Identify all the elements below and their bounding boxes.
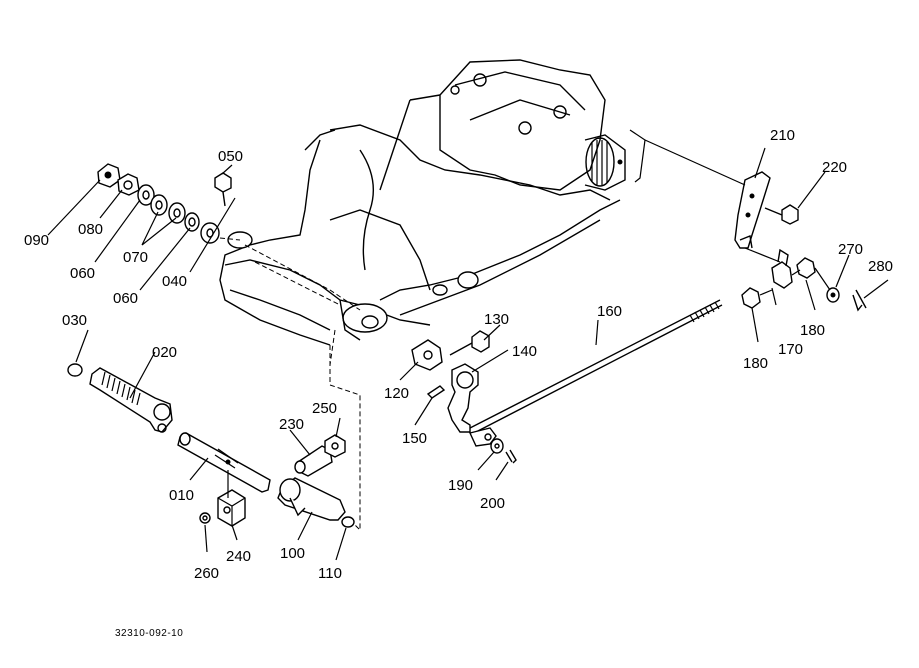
shaft-020 bbox=[89, 367, 173, 433]
rod-160-assembly bbox=[469, 299, 723, 464]
callout-180b: 180 bbox=[800, 322, 825, 339]
drawing-code: 32310-092-10 bbox=[115, 628, 183, 639]
callout-040: 040 bbox=[162, 273, 187, 290]
o-ring-110 bbox=[341, 516, 355, 528]
rod-160 bbox=[469, 299, 723, 434]
callout-170: 170 bbox=[778, 341, 803, 358]
collar-250 bbox=[324, 434, 346, 458]
bolt-050 bbox=[214, 172, 232, 193]
lever-arm-assembly bbox=[411, 330, 490, 433]
callout-110: 110 bbox=[318, 565, 342, 582]
callout-200: 200 bbox=[480, 495, 505, 512]
clip-280 bbox=[852, 289, 867, 312]
callout-230: 230 bbox=[279, 416, 304, 433]
callout-250: 250 bbox=[312, 400, 337, 417]
callout-210: 210 bbox=[770, 127, 795, 144]
nut-180b bbox=[796, 257, 816, 279]
nut-260 bbox=[199, 512, 211, 524]
rod-010 bbox=[177, 432, 271, 493]
washer-060a bbox=[137, 184, 155, 206]
callout-060b: 060 bbox=[113, 290, 138, 307]
bolt-130 bbox=[471, 330, 490, 353]
washer-070a bbox=[150, 194, 168, 216]
bracket-210-assembly bbox=[629, 129, 867, 312]
callout-190: 190 bbox=[448, 477, 473, 494]
callout-020: 020 bbox=[152, 344, 177, 361]
callout-260: 260 bbox=[194, 565, 219, 582]
callout-270: 270 bbox=[838, 241, 863, 258]
callout-070: 070 bbox=[123, 249, 148, 266]
pin-150 bbox=[426, 385, 446, 399]
callout-010: 010 bbox=[169, 487, 194, 504]
callout-080: 080 bbox=[78, 221, 103, 238]
washer-190 bbox=[490, 438, 504, 454]
arm-140 bbox=[447, 363, 479, 433]
callout-150: 150 bbox=[402, 430, 427, 447]
callout-140: 140 bbox=[512, 343, 537, 360]
callout-120: 120 bbox=[384, 385, 409, 402]
bolt-220 bbox=[781, 204, 799, 225]
transmission-housing bbox=[219, 59, 626, 532]
callout-180a: 180 bbox=[743, 355, 768, 372]
callout-090: 090 bbox=[24, 232, 49, 249]
left-shaft-hardware bbox=[97, 163, 241, 244]
callout-060a: 060 bbox=[70, 265, 95, 282]
callout-160: 160 bbox=[597, 303, 622, 320]
callout-050: 050 bbox=[218, 148, 243, 165]
callout-240: 240 bbox=[226, 548, 251, 565]
callout-100: 100 bbox=[280, 545, 305, 562]
washer-070b bbox=[168, 202, 186, 224]
shaft-020-assembly bbox=[67, 363, 173, 433]
cotter-pin-200 bbox=[505, 449, 517, 464]
washer-040 bbox=[200, 222, 220, 244]
callout-130: 130 bbox=[484, 311, 509, 328]
callout-labels: 010 020 030 040 050 060 060 070 080 090 … bbox=[24, 127, 893, 582]
rod-010-assembly bbox=[177, 432, 355, 528]
callout-280: 280 bbox=[868, 258, 893, 275]
leader-lines bbox=[47, 147, 889, 561]
washer-060b bbox=[184, 212, 200, 232]
callout-030: 030 bbox=[62, 312, 87, 329]
nut-180a bbox=[741, 287, 761, 309]
callout-220: 220 bbox=[822, 159, 847, 176]
joint-170 bbox=[771, 261, 793, 289]
o-ring-030 bbox=[67, 363, 83, 377]
bracket-210 bbox=[734, 171, 771, 249]
plate-120 bbox=[411, 339, 443, 371]
